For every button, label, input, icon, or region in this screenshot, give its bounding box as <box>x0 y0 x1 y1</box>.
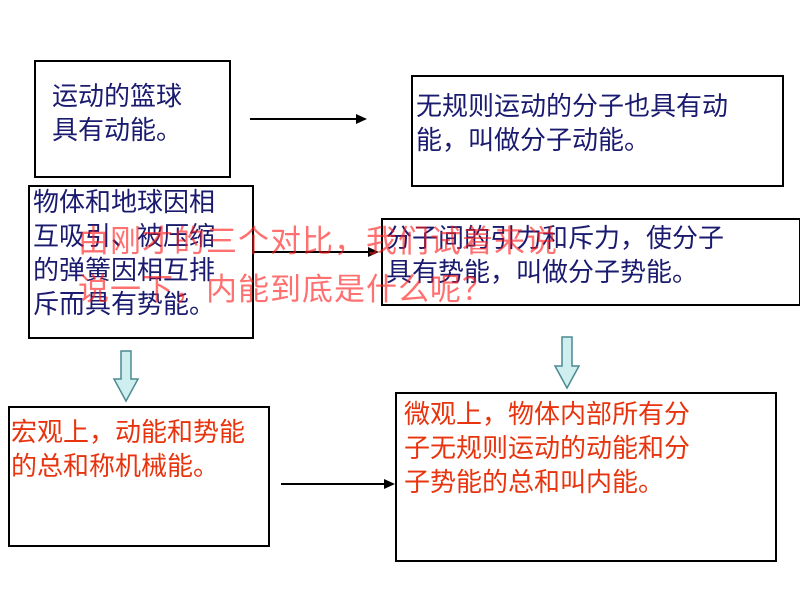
molecule-kinetic-box <box>411 75 784 187</box>
basketball-box <box>34 60 231 178</box>
molecule-kinetic-text: 无规则运动的分子也具有动 能，叫做分子动能。 <box>416 92 729 156</box>
basketball-text: 运动的篮球 具有动能。 <box>52 82 183 146</box>
micro-internal-energy-text: 微观上，物体内部所有分 子无规则运动的动能和分 子势能的总和叫内能。 <box>404 400 691 498</box>
macro-mechanical-energy-box <box>8 406 270 547</box>
micro-internal-energy-box <box>395 392 777 562</box>
molecule-potential-text: 分子间的引力和斥力，使分子 具有势能，叫做分子势能。 <box>386 224 725 288</box>
macro-mechanical-energy-text: 宏观上，动能和势能 的总和称机械能。 <box>11 418 246 482</box>
earth-attraction-text: 物体和地球因相 互吸引、被压缩 的弹簧因相互排 斥而具有势能。 <box>33 188 216 320</box>
earth-attraction-box <box>28 185 254 339</box>
molecule-potential-box <box>381 218 800 306</box>
